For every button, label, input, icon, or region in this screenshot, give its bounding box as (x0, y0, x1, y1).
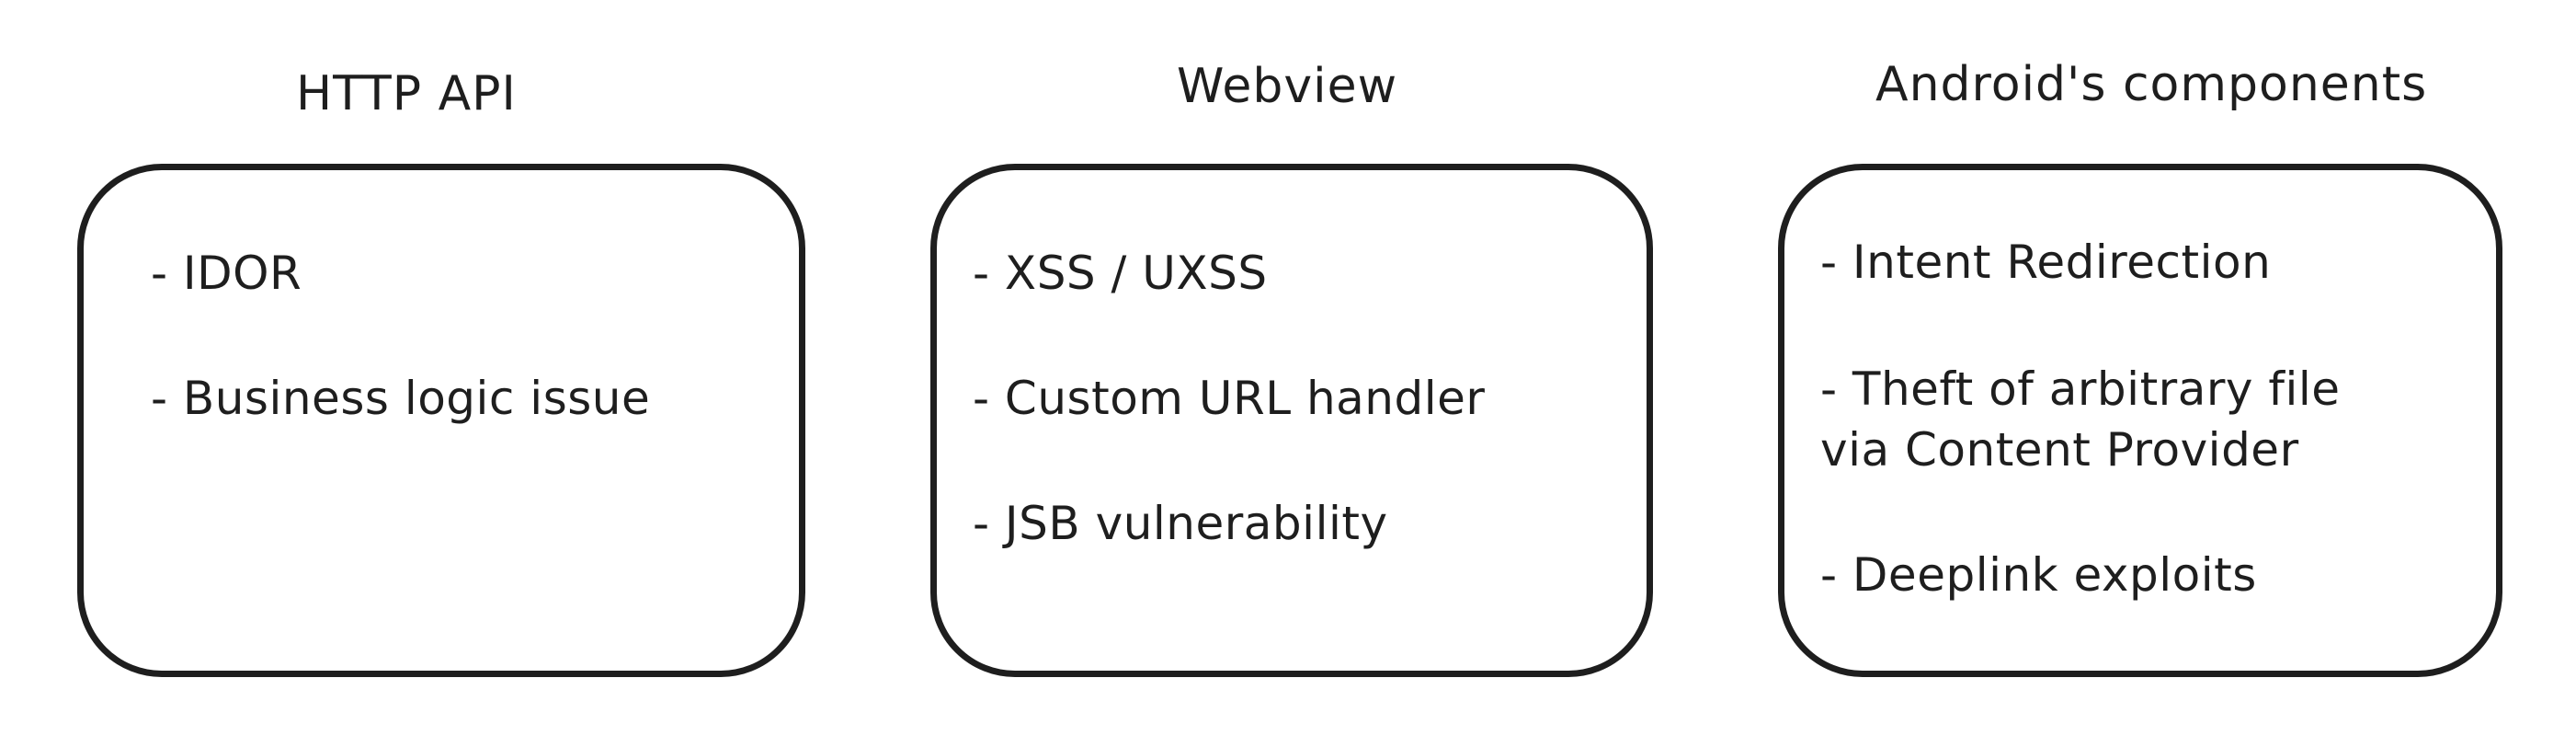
category-box-android-components (1778, 164, 2502, 677)
list-item: - JSB vulnerability (973, 497, 1388, 550)
category-box-http-api (77, 164, 805, 677)
list-item: - Business logic issue (151, 372, 651, 425)
category-box-webview (930, 164, 1653, 677)
list-item: - Intent Redirection (1820, 236, 2272, 289)
list-item: - IDOR (151, 247, 302, 300)
column-title-webview: Webview (1177, 59, 1398, 114)
column-title-android-components: Android's components (1875, 57, 2428, 112)
list-item: - Deeplink exploits (1820, 548, 2257, 602)
list-item: - XSS / UXSS (973, 247, 1268, 300)
list-item: - Theft of arbitrary file via Content Pr… (1820, 362, 2341, 477)
column-title-http-api: HTTP API (296, 66, 517, 121)
list-item: - Custom URL handler (973, 372, 1486, 425)
